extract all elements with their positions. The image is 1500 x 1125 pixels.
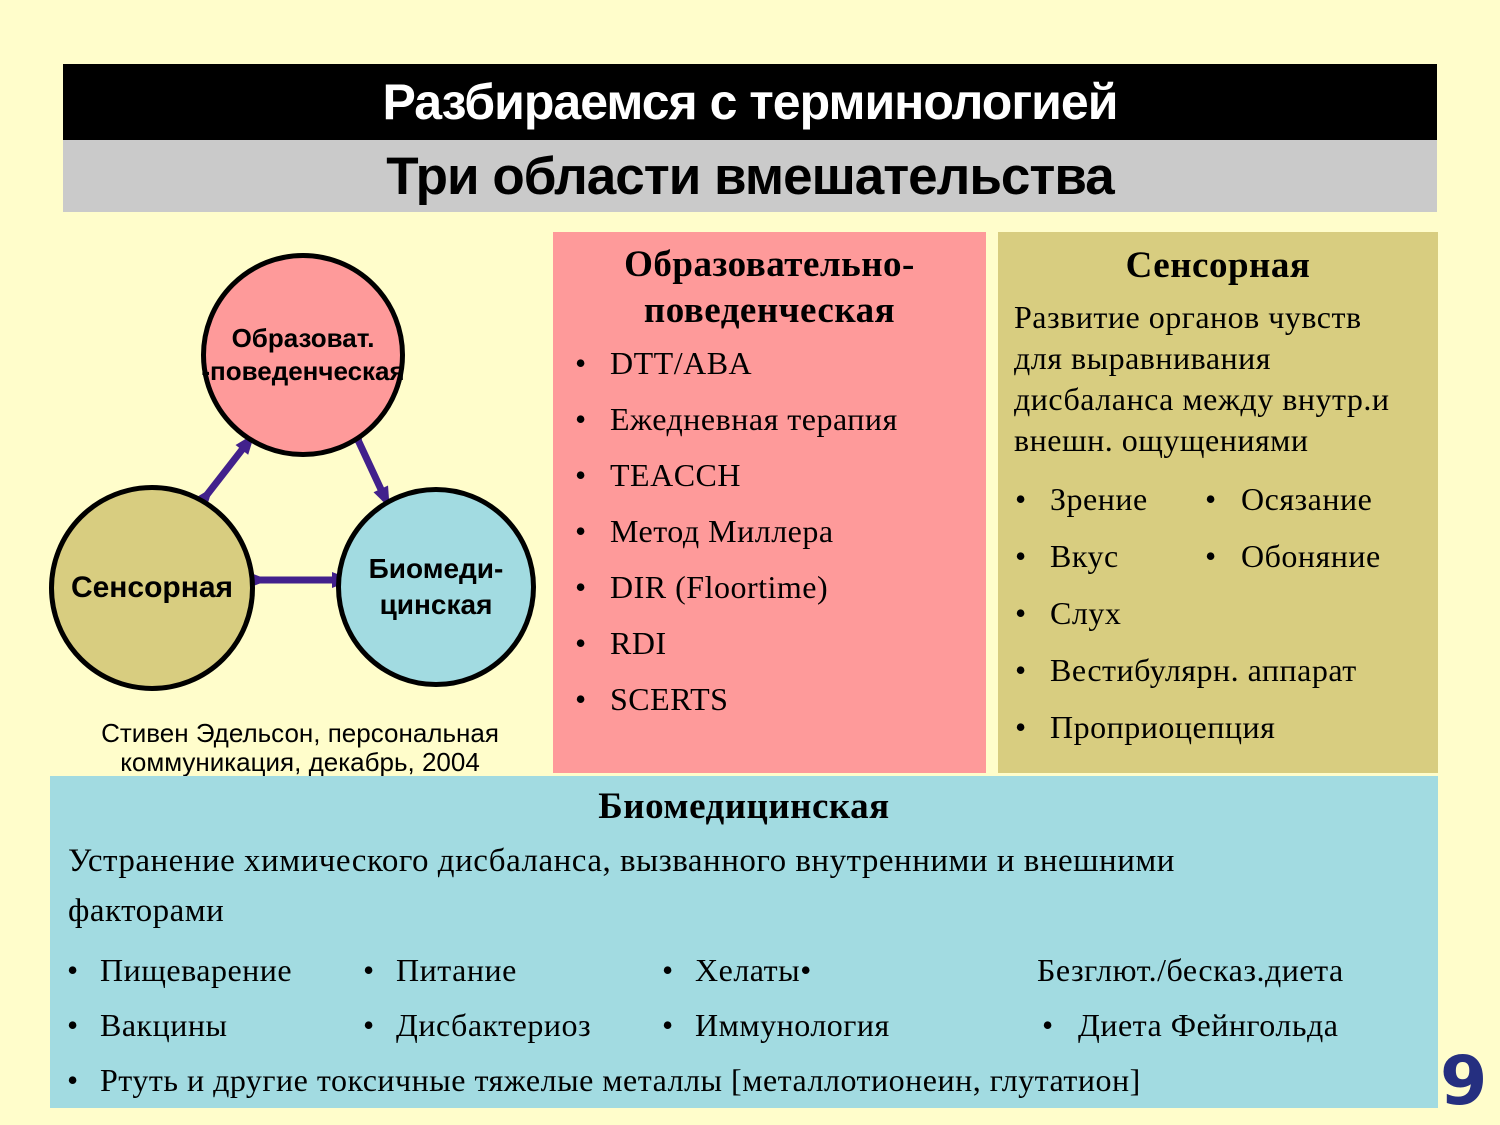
circle-educational-line1: Образоват. [231, 323, 375, 353]
slide-subtitle-bar: Три области вмешательства [63, 140, 1437, 212]
educational-bullet-list: DTT/ABA Ежедневная терапия TEACCH Метод … [553, 335, 986, 727]
circle-biomedical: Биомеди- цинская [336, 487, 536, 687]
bullet-item: DIR (Floortime) [553, 559, 986, 615]
description-line: факторами [68, 893, 225, 929]
circle-biomedical-line1: Биомеди- [368, 553, 504, 584]
panel-educational-title-line2: поведенческая [643, 290, 896, 331]
biomedical-bullet-row: Ртуть и другие токсичные тяжелые металлы… [50, 1053, 1438, 1108]
bullet-item: SCERTS [553, 671, 986, 727]
circle-educational-line2: -поведенческая [201, 356, 405, 386]
bullet-item: Метод Миллера [553, 503, 986, 559]
bullet-item: Иммунология [662, 998, 890, 1053]
description-line: для выравнивания [1014, 340, 1271, 376]
bullet-item: Вкус [998, 528, 1357, 585]
double-arrow-icon [193, 433, 255, 509]
diagram-arrows [193, 427, 390, 588]
panel-biomedical-description: Устранение химического дисбаланса, вызва… [68, 836, 1175, 936]
slide-title-bar: Разбираемся с терминологией [63, 64, 1437, 140]
bullet-item: Обоняние [1205, 528, 1381, 585]
biomedical-bullet-row: Вакцины Дисбактериоз Иммунология Диета Ф… [50, 998, 1438, 1053]
panel-biomedical: Биомедицинская Устранение химического ди… [50, 776, 1438, 1108]
sensory-bullet-list-left: Зрение Вкус Слух Вестибулярн. аппарат Пр… [998, 471, 1357, 756]
circle-educational-behavioral: Образоват. -поведенческая [201, 253, 405, 457]
circle-sensory-label: Сенсорная [70, 571, 234, 604]
circle-biomedical-line2: цинская [379, 589, 493, 620]
double-arrow-icon [346, 427, 390, 508]
panel-educational-title: Образовательно- поведенческая [553, 232, 986, 334]
bullet-item: RDI [553, 615, 986, 671]
source-caption-line2: коммуникация, декабрь, 2004 [120, 747, 480, 777]
bullet-item: Безглют./бесказ.диета [1037, 952, 1344, 988]
page-number: 9 [1440, 1042, 1488, 1121]
description-line: внешн. ощущениями [1014, 422, 1309, 458]
bullet-item: TEACCH [553, 447, 986, 503]
description-line: Устранение химического дисбаланса, вызва… [68, 843, 1175, 879]
bullet-item: Пищеварение [67, 943, 292, 998]
panel-educational-title-line1: Образовательно- [624, 244, 915, 285]
bullet-item: Хелаты• [662, 943, 812, 998]
panel-biomedical-title: Биомедицинская [598, 786, 890, 827]
slide-title: Разбираемся с терминологией [382, 74, 1119, 130]
bullet-item: Вакцины [67, 998, 227, 1053]
bullet-item: Слух [998, 585, 1357, 642]
circle-sensory: Сенсорная [49, 485, 255, 691]
panel-sensory: Сенсорная Развитие органов чувств для вы… [998, 232, 1438, 773]
bullet-item: Осязание [1205, 471, 1381, 528]
bullet-item: Проприоцепция [998, 699, 1357, 756]
source-caption: Стивен Эдельсон, персональная коммуникац… [55, 719, 545, 777]
panel-educational-behavioral: Образовательно- поведенческая DTT/ABA Еж… [553, 232, 986, 773]
bullet-item: Ежедневная терапия [553, 391, 986, 447]
bullet-item: Дисбактериоз [363, 998, 591, 1053]
panel-sensory-description: Развитие органов чувств для выравнивания… [1014, 297, 1438, 461]
bullet-item: Ртуть и другие токсичные тяжелые металлы… [67, 1053, 1141, 1108]
source-caption-line1: Стивен Эдельсон, персональная [101, 718, 499, 748]
description-line: Развитие органов чувств [1014, 299, 1362, 335]
bullet-item: Диета Фейнгольда [1042, 998, 1338, 1053]
bullet-item: DTT/ABA [553, 335, 986, 391]
panel-sensory-title: Сенсорная [1125, 245, 1311, 286]
bullet-item: Зрение [998, 471, 1357, 528]
biomedical-bullet-row: Пищеварение Питание Хелаты• Безглют./бес… [50, 943, 1438, 998]
bullet-item: Питание [363, 943, 517, 998]
description-line: дисбаланса между внутр.и [1014, 381, 1390, 417]
slide-subtitle: Три области вмешательства [386, 146, 1114, 206]
sensory-bullet-list-right: Осязание Обоняние [1205, 471, 1381, 585]
bullet-item: Вестибулярн. аппарат [998, 642, 1357, 699]
